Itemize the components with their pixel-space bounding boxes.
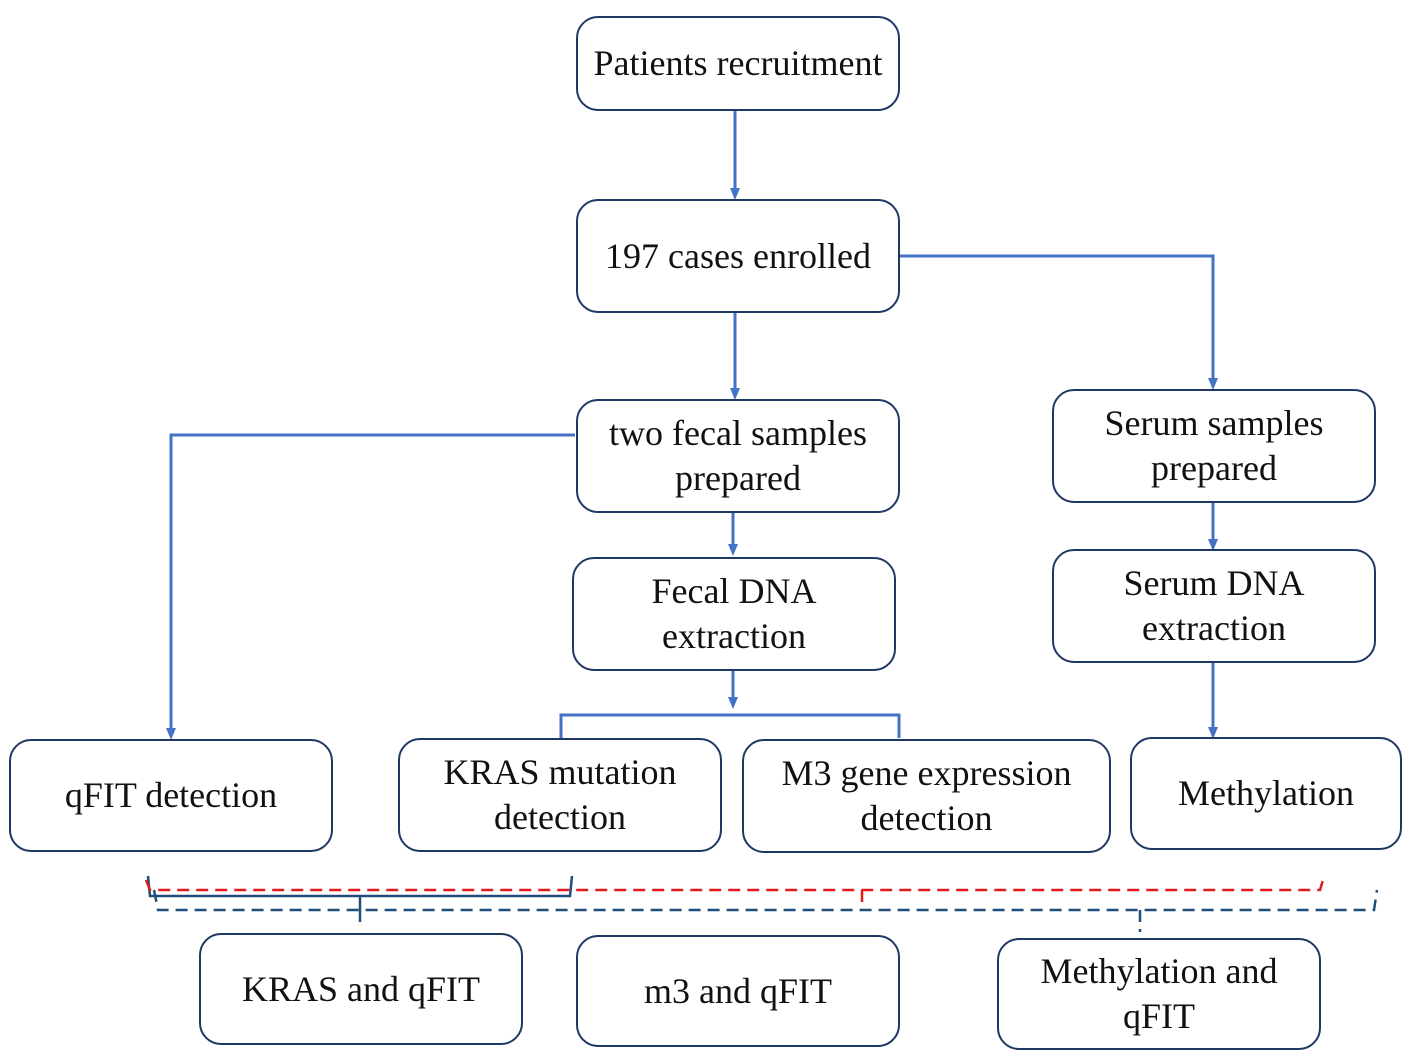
node-m3-and-qfit: m3 and qFIT <box>576 935 900 1047</box>
arrow-enrolled-to-serum-samples <box>900 254 1218 390</box>
node-serum-samples-prepared: Serum samples prepared <box>1052 389 1376 503</box>
node-fecal-samples-prepared: two fecal samples prepared <box>576 399 900 513</box>
node-methylation: Methylation <box>1130 737 1402 850</box>
node-methylation-and-qfit: Methylation and qFIT <box>997 938 1321 1050</box>
node-methylation-and-qfit-label: Methylation and qFIT <box>1040 951 1278 1036</box>
node-fecal-dna-extraction-label: Fecal DNA extraction <box>651 571 817 656</box>
node-serum-dna-extraction-label: Serum DNA extraction <box>1123 563 1305 648</box>
node-qfit-detection-label: qFIT detection <box>64 775 278 815</box>
node-m3-and-qfit-label: m3 and qFIT <box>644 970 832 1011</box>
node-cases-enrolled: 197 cases enrolled <box>576 199 900 313</box>
node-m3-gene-expression-detection: M3 gene expression detection <box>742 739 1111 853</box>
node-patients-recruitment: Patients recruitment <box>576 16 900 111</box>
node-serum-dna-extraction: Serum DNA extraction <box>1052 549 1376 663</box>
node-kras-and-qfit: KRAS and qFIT <box>199 933 523 1045</box>
node-m3-gene-expression-detection-label: M3 gene expression detection <box>781 753 1072 838</box>
arrow-fecal-samples-to-qfit <box>166 433 575 740</box>
node-fecal-samples-prepared-label: two fecal samples prepared <box>609 413 867 498</box>
node-kras-and-qfit-label: KRAS and qFIT <box>241 968 480 1009</box>
node-methylation-label: Methylation <box>1178 773 1354 813</box>
split-line-kras-m3 <box>559 713 901 738</box>
node-patients-recruitment-label: Patients recruitment <box>593 43 883 83</box>
node-fecal-dna-extraction: Fecal DNA extraction <box>572 557 896 671</box>
node-qfit-detection: qFIT detection <box>9 739 333 852</box>
bracket-kras-qfit <box>146 875 574 922</box>
bracket-m3-qfit <box>144 879 1325 902</box>
node-kras-mutation-detection-label: KRAS mutation detection <box>443 752 677 837</box>
node-serum-samples-prepared-label: Serum samples prepared <box>1104 403 1324 488</box>
bracket-methylation-qfit <box>152 889 1379 932</box>
node-cases-enrolled-label: 197 cases enrolled <box>605 235 871 276</box>
node-kras-mutation-detection: KRAS mutation detection <box>398 738 722 852</box>
